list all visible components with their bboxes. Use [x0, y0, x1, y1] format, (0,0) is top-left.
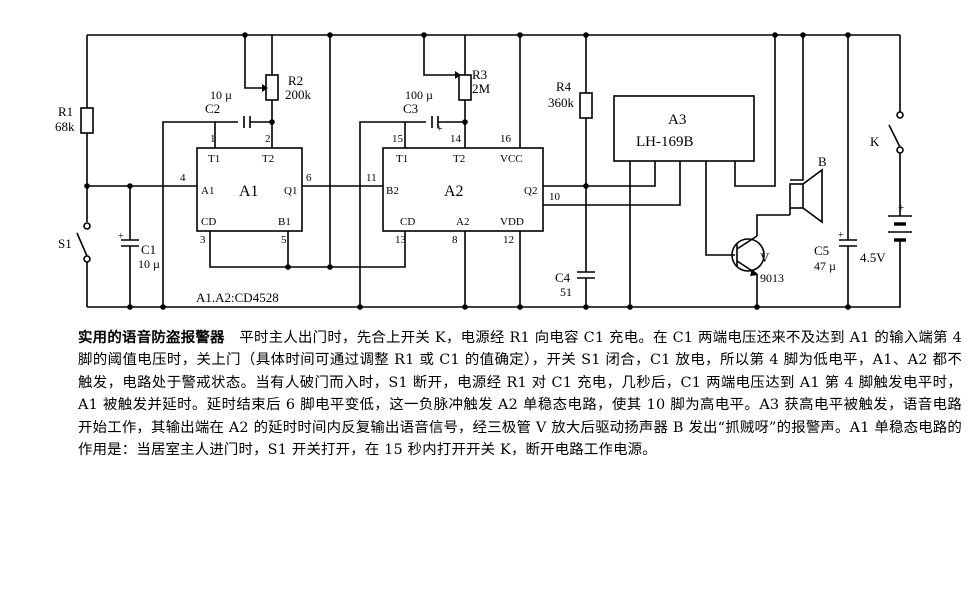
svg-text:3: 3: [200, 234, 206, 246]
r2-value: 200k: [285, 87, 312, 102]
b-speaker: [789, 183, 804, 209]
c3-value: 100 µ: [405, 88, 433, 102]
r4-resistor: [579, 92, 593, 119]
svg-text:A2: A2: [456, 216, 469, 228]
r3-value: 2M: [472, 81, 491, 96]
svg-text:CD: CD: [201, 216, 216, 228]
svg-text:+: +: [838, 230, 844, 241]
svg-text:+: +: [898, 202, 904, 214]
a3-model: LH-169B: [636, 134, 694, 150]
s1-contact-bottom: [83, 255, 91, 263]
svg-text:4: 4: [180, 172, 186, 184]
circuit-schematic: R1 68k S1 + C1 10 µ A1 A1 T1 T2 Q1 CD B1…: [55, 32, 912, 310]
svg-text:2: 2: [265, 133, 271, 145]
s1-label: S1: [58, 236, 72, 251]
a3-module: [613, 95, 755, 162]
battery: [888, 215, 912, 308]
a2-name: A2: [444, 183, 464, 200]
a2-chip: [382, 147, 544, 232]
svg-text:T2: T2: [453, 153, 465, 165]
svg-text:16: 16: [500, 133, 512, 145]
r2-potentiometer: [265, 74, 279, 101]
r2-label: R2: [288, 73, 303, 88]
r1-value: 68k: [55, 119, 75, 134]
b-label: B: [818, 154, 827, 169]
battery-value: 4.5V: [860, 250, 886, 265]
s1-contact-top: [83, 222, 91, 230]
svg-text:Q1: Q1: [284, 185, 297, 197]
k-label: K: [870, 134, 880, 149]
v-label: V: [760, 250, 770, 265]
svg-text:B1: B1: [278, 216, 291, 228]
chip-note: A1.A2:CD4528: [196, 290, 279, 305]
r4-value: 360k: [548, 95, 575, 110]
v-value: 9013: [760, 271, 784, 285]
c4-value: 51: [560, 285, 572, 299]
r1-label: R1: [58, 104, 73, 119]
s1-switch: [76, 232, 88, 307]
svg-text:15: 15: [392, 133, 404, 145]
v-transistor: [731, 238, 765, 272]
svg-text:12: 12: [503, 234, 514, 246]
svg-text:VDD: VDD: [500, 216, 524, 228]
c3-label: C3: [403, 101, 418, 116]
svg-text:13: 13: [395, 234, 407, 246]
c2-label: C2: [205, 101, 220, 116]
svg-text:A1: A1: [201, 185, 214, 197]
k-switch: [888, 124, 901, 216]
caption: 实用的语音防盗报警器 平时主人出门时，先合上开关 K，电源经 R1 向电容 C1…: [78, 327, 962, 461]
c4-label: C4: [555, 270, 571, 285]
svg-text:10: 10: [549, 191, 561, 203]
c1-label: C1: [141, 242, 156, 257]
c5-label: C5: [814, 243, 829, 258]
caption-title: 实用的语音防盗报警器: [78, 329, 225, 346]
svg-text:1: 1: [210, 133, 216, 145]
a1-chip: [196, 147, 303, 232]
svg-text:CD: CD: [400, 216, 415, 228]
svg-text:6: 6: [306, 172, 312, 184]
svg-text:B2: B2: [386, 185, 399, 197]
k-contact-bottom: [896, 146, 904, 154]
r1-resistor: [80, 107, 94, 134]
svg-text:T2: T2: [262, 153, 274, 165]
a1-name: A1: [239, 183, 259, 200]
c5-value: 47 µ: [814, 259, 836, 273]
svg-text:11: 11: [366, 172, 377, 184]
r4-label: R4: [556, 79, 572, 94]
c1-value: 10 µ: [138, 257, 160, 271]
svg-text:5: 5: [281, 234, 287, 246]
svg-text:T1: T1: [208, 153, 220, 165]
c2-value: 10 µ: [210, 88, 232, 102]
r3-label: R3: [472, 67, 487, 82]
caption-body: 平时主人出门时，先合上开关 K，电源经 R1 向电容 C1 充电。在 C1 两端…: [78, 330, 962, 459]
r3-potentiometer: [458, 74, 472, 101]
k-contact-top: [896, 111, 904, 119]
svg-text:14: 14: [450, 133, 462, 145]
svg-text:+: +: [118, 231, 124, 242]
a3-name: A3: [668, 112, 686, 128]
svg-text:VCC: VCC: [500, 153, 523, 165]
svg-text:T1: T1: [396, 153, 408, 165]
svg-text:Q2: Q2: [524, 185, 537, 197]
svg-text:+: +: [437, 124, 443, 135]
svg-text:8: 8: [452, 234, 458, 246]
